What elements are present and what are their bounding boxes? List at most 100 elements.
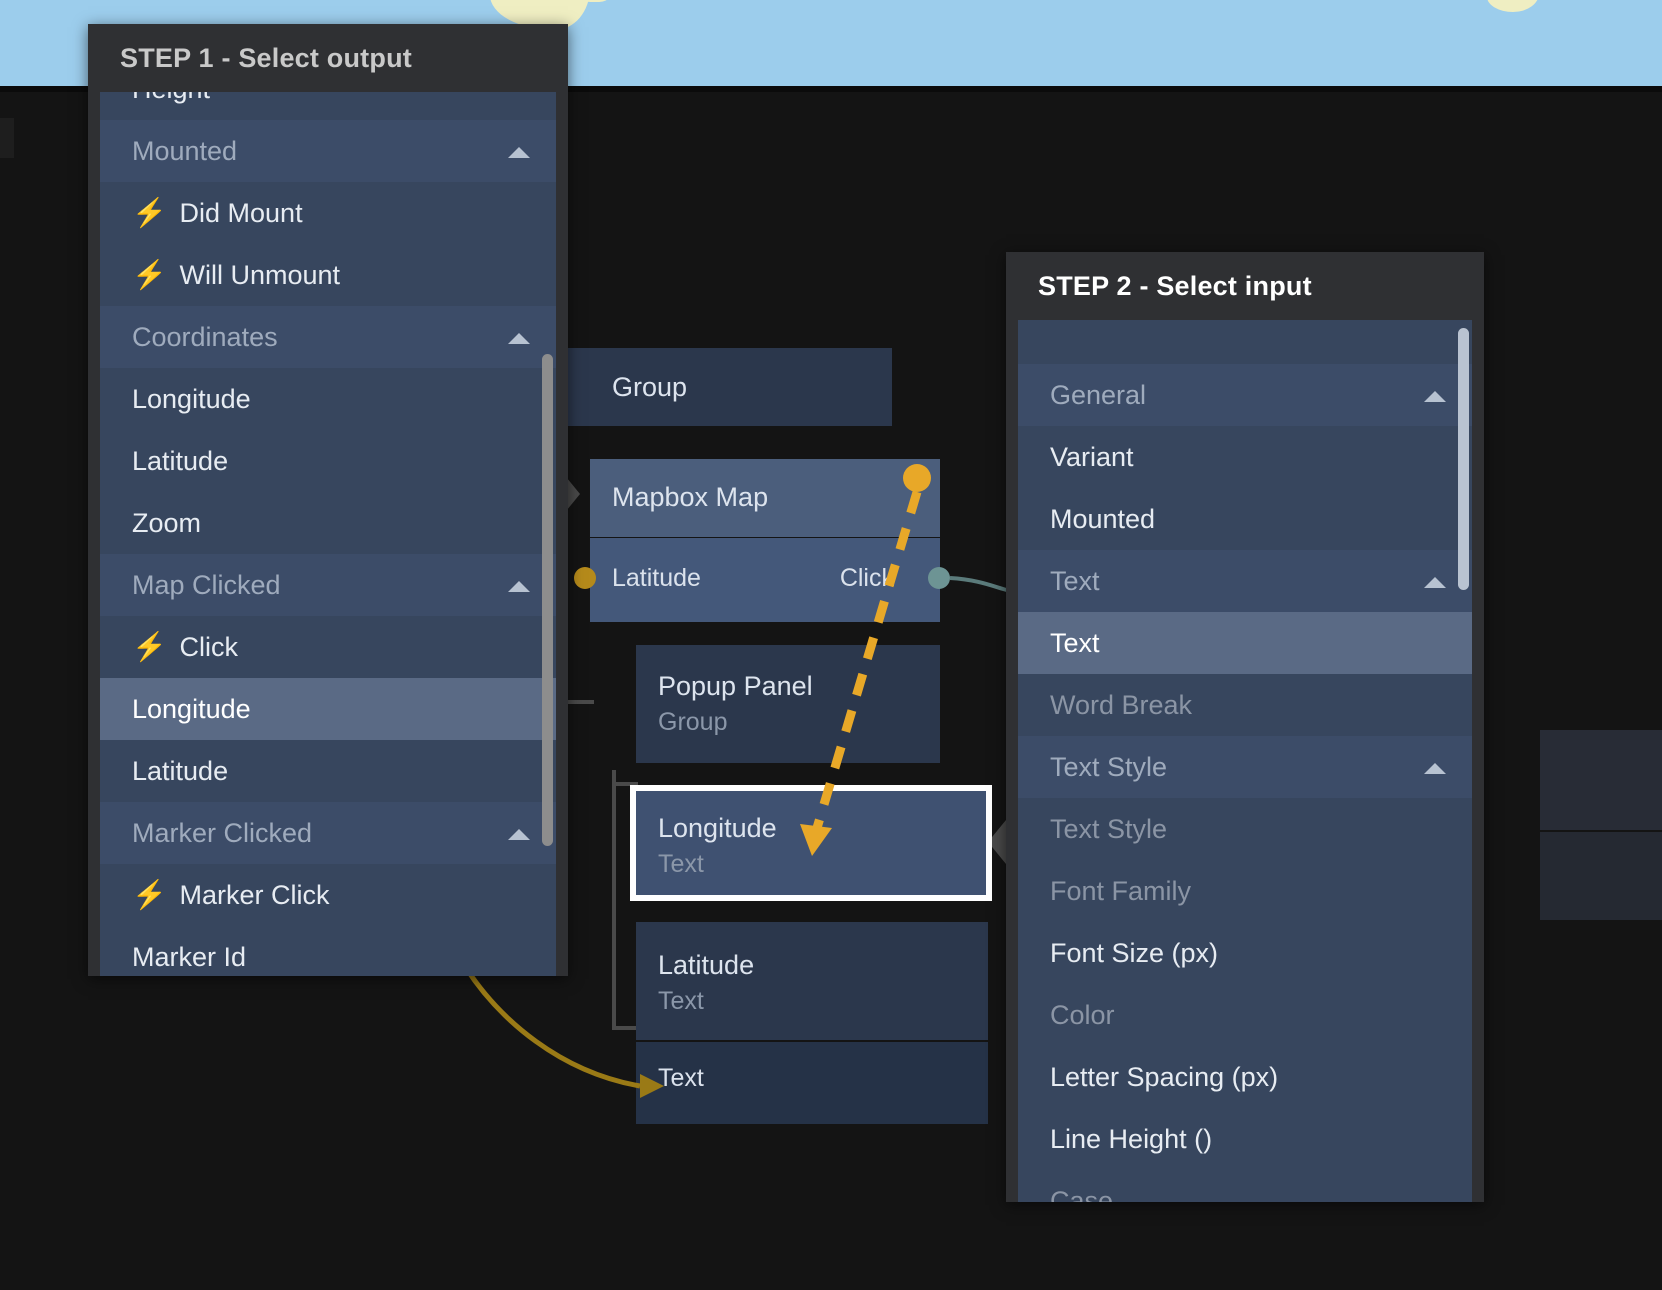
- tree-guide: [612, 782, 638, 786]
- option-label: Marker Click: [179, 880, 330, 910]
- chevron-up-icon[interactable]: [1424, 391, 1446, 402]
- option-label: Mounted: [1050, 504, 1156, 534]
- step1-option-zoom[interactable]: Zoom: [100, 492, 556, 554]
- step1-option-click[interactable]: ⚡ Click: [100, 616, 556, 678]
- node-subtitle: Text: [658, 850, 704, 878]
- option-label: Latitude: [132, 756, 229, 786]
- node-longitude-selected[interactable]: Longitude Text: [630, 785, 992, 901]
- port-label-latitude: Latitude: [612, 564, 701, 592]
- map-landmass-shape: [570, 0, 616, 2]
- tree-guide: [568, 700, 594, 704]
- bolt-icon: ⚡: [132, 197, 167, 228]
- node-subtitle: Group: [658, 708, 728, 736]
- step2-option-case[interactable]: Case: [1018, 1170, 1472, 1202]
- step1-option-latitude[interactable]: Latitude: [100, 430, 556, 492]
- option-label: Did Mount: [179, 198, 303, 228]
- option-label: Font Family: [1050, 876, 1192, 906]
- node-group[interactable]: Group: [556, 348, 892, 426]
- node-title: Popup Panel: [658, 671, 813, 701]
- chevron-up-icon[interactable]: [508, 147, 530, 158]
- step1-option-did-mount[interactable]: ⚡ Did Mount: [100, 182, 556, 244]
- step1-option-latitude-2[interactable]: Latitude: [100, 740, 556, 802]
- option-label: Text: [1050, 628, 1100, 658]
- node-title: Mapbox Map: [612, 482, 769, 512]
- option-label: Zoom: [132, 508, 202, 538]
- step2-group-general[interactable]: General: [1018, 364, 1472, 426]
- option-label: Line Height (): [1050, 1124, 1213, 1154]
- step1-group-marker-clicked[interactable]: Marker Clicked: [100, 802, 556, 864]
- chevron-up-icon[interactable]: [508, 581, 530, 592]
- input-port-latitude[interactable]: [574, 567, 596, 589]
- option-label: Letter Spacing (px): [1050, 1062, 1279, 1092]
- option-label: Variant: [1050, 442, 1134, 472]
- step1-option-longitude[interactable]: Longitude: [100, 368, 556, 430]
- node-mapbox-map-ports[interactable]: Latitude Click: [590, 538, 940, 622]
- option-label: Coordinates: [132, 322, 278, 352]
- node-mapbox-map[interactable]: Mapbox Map: [590, 459, 940, 537]
- step1-option-marker-click[interactable]: ⚡ Marker Click: [100, 864, 556, 926]
- step2-option-text-style[interactable]: Text Style: [1018, 798, 1472, 860]
- step2-option-text-selected[interactable]: Text: [1018, 612, 1472, 674]
- step1-option-marker-id[interactable]: Marker Id: [100, 926, 556, 976]
- step2-option-line-height[interactable]: Line Height (): [1018, 1108, 1472, 1170]
- option-label: Word Break: [1050, 690, 1193, 720]
- step1-group-mounted[interactable]: Mounted: [100, 120, 556, 182]
- step1-option-height[interactable]: Height: [100, 92, 556, 120]
- chevron-up-icon[interactable]: [508, 829, 530, 840]
- output-port-click[interactable]: [928, 567, 950, 589]
- option-label: Text Style: [1050, 814, 1168, 844]
- step2-option-font-size[interactable]: Font Size (px): [1018, 922, 1472, 984]
- chevron-up-icon[interactable]: [1424, 577, 1446, 588]
- port-row-click[interactable]: Click: [840, 564, 894, 593]
- canvas-panel-fragment: [0, 118, 14, 158]
- option-label: Text Style: [1050, 752, 1168, 782]
- bolt-icon: ⚡: [132, 631, 167, 662]
- port-row-latitude[interactable]: Latitude: [612, 564, 701, 593]
- bolt-icon: ⚡: [132, 259, 167, 290]
- step1-option-longitude-selected[interactable]: Longitude: [100, 678, 556, 740]
- step2-option-font-family[interactable]: Font Family: [1018, 860, 1472, 922]
- step2-option-letter-spacing[interactable]: Letter Spacing (px): [1018, 1046, 1472, 1108]
- step2-popup[interactable]: STEP 2 - Select input General Variant Mo…: [1006, 252, 1484, 1202]
- step2-group-text[interactable]: Text: [1018, 550, 1472, 612]
- canvas-panel-fragment: [1540, 832, 1662, 920]
- step1-options[interactable]: Height Mounted ⚡ Did Mount ⚡ Will Unmoun…: [100, 92, 556, 976]
- option-label: General: [1050, 380, 1147, 410]
- step1-popup[interactable]: STEP 1 - Select output Height Mounted ⚡ …: [88, 24, 568, 976]
- step2-options[interactable]: General Variant Mounted Text Text: [1018, 364, 1472, 1202]
- option-label: Font Size (px): [1050, 938, 1219, 968]
- step2-option-variant[interactable]: Variant: [1018, 426, 1472, 488]
- node-title: Group: [612, 372, 688, 402]
- option-label: Mounted: [132, 136, 238, 166]
- option-label: Marker Id: [132, 942, 247, 972]
- node-popup-panel[interactable]: Popup Panel Group: [636, 645, 940, 763]
- node-title: Longitude: [658, 813, 777, 843]
- node-title: Latitude: [658, 950, 755, 980]
- option-label: Will Unmount: [179, 260, 341, 290]
- step1-group-map-clicked[interactable]: Map Clicked: [100, 554, 556, 616]
- option-label: Height: [132, 92, 210, 104]
- step2-title: STEP 2 - Select input: [1038, 271, 1312, 301]
- step2-option-word-break[interactable]: Word Break: [1018, 674, 1472, 736]
- option-label: Map Clicked: [132, 570, 281, 600]
- step2-scrollbar[interactable]: [1458, 328, 1469, 590]
- map-strip-divider: [0, 86, 1662, 92]
- node-latitude[interactable]: Latitude Text: [636, 922, 988, 1040]
- option-label: Longitude: [132, 384, 251, 414]
- step2-option-mounted[interactable]: Mounted: [1018, 488, 1472, 550]
- step1-group-coordinates[interactable]: Coordinates: [100, 306, 556, 368]
- node-collapse-caret[interactable]: [988, 820, 1006, 864]
- step1-option-will-unmount[interactable]: ⚡ Will Unmount: [100, 244, 556, 306]
- chevron-up-icon[interactable]: [1424, 763, 1446, 774]
- option-label: Longitude: [132, 694, 251, 724]
- step1-scrollbar[interactable]: [542, 354, 553, 846]
- step2-list[interactable]: General Variant Mounted Text Text: [1018, 320, 1472, 1202]
- option-label: Click: [179, 632, 239, 662]
- node-latitude-row-text[interactable]: Text: [636, 1042, 988, 1124]
- step2-group-text-style[interactable]: Text Style: [1018, 736, 1472, 798]
- step1-list[interactable]: Height Mounted ⚡ Did Mount ⚡ Will Unmoun…: [100, 92, 556, 976]
- option-label: Marker Clicked: [132, 818, 313, 848]
- step2-option-color[interactable]: Color: [1018, 984, 1472, 1046]
- chevron-up-icon[interactable]: [508, 333, 530, 344]
